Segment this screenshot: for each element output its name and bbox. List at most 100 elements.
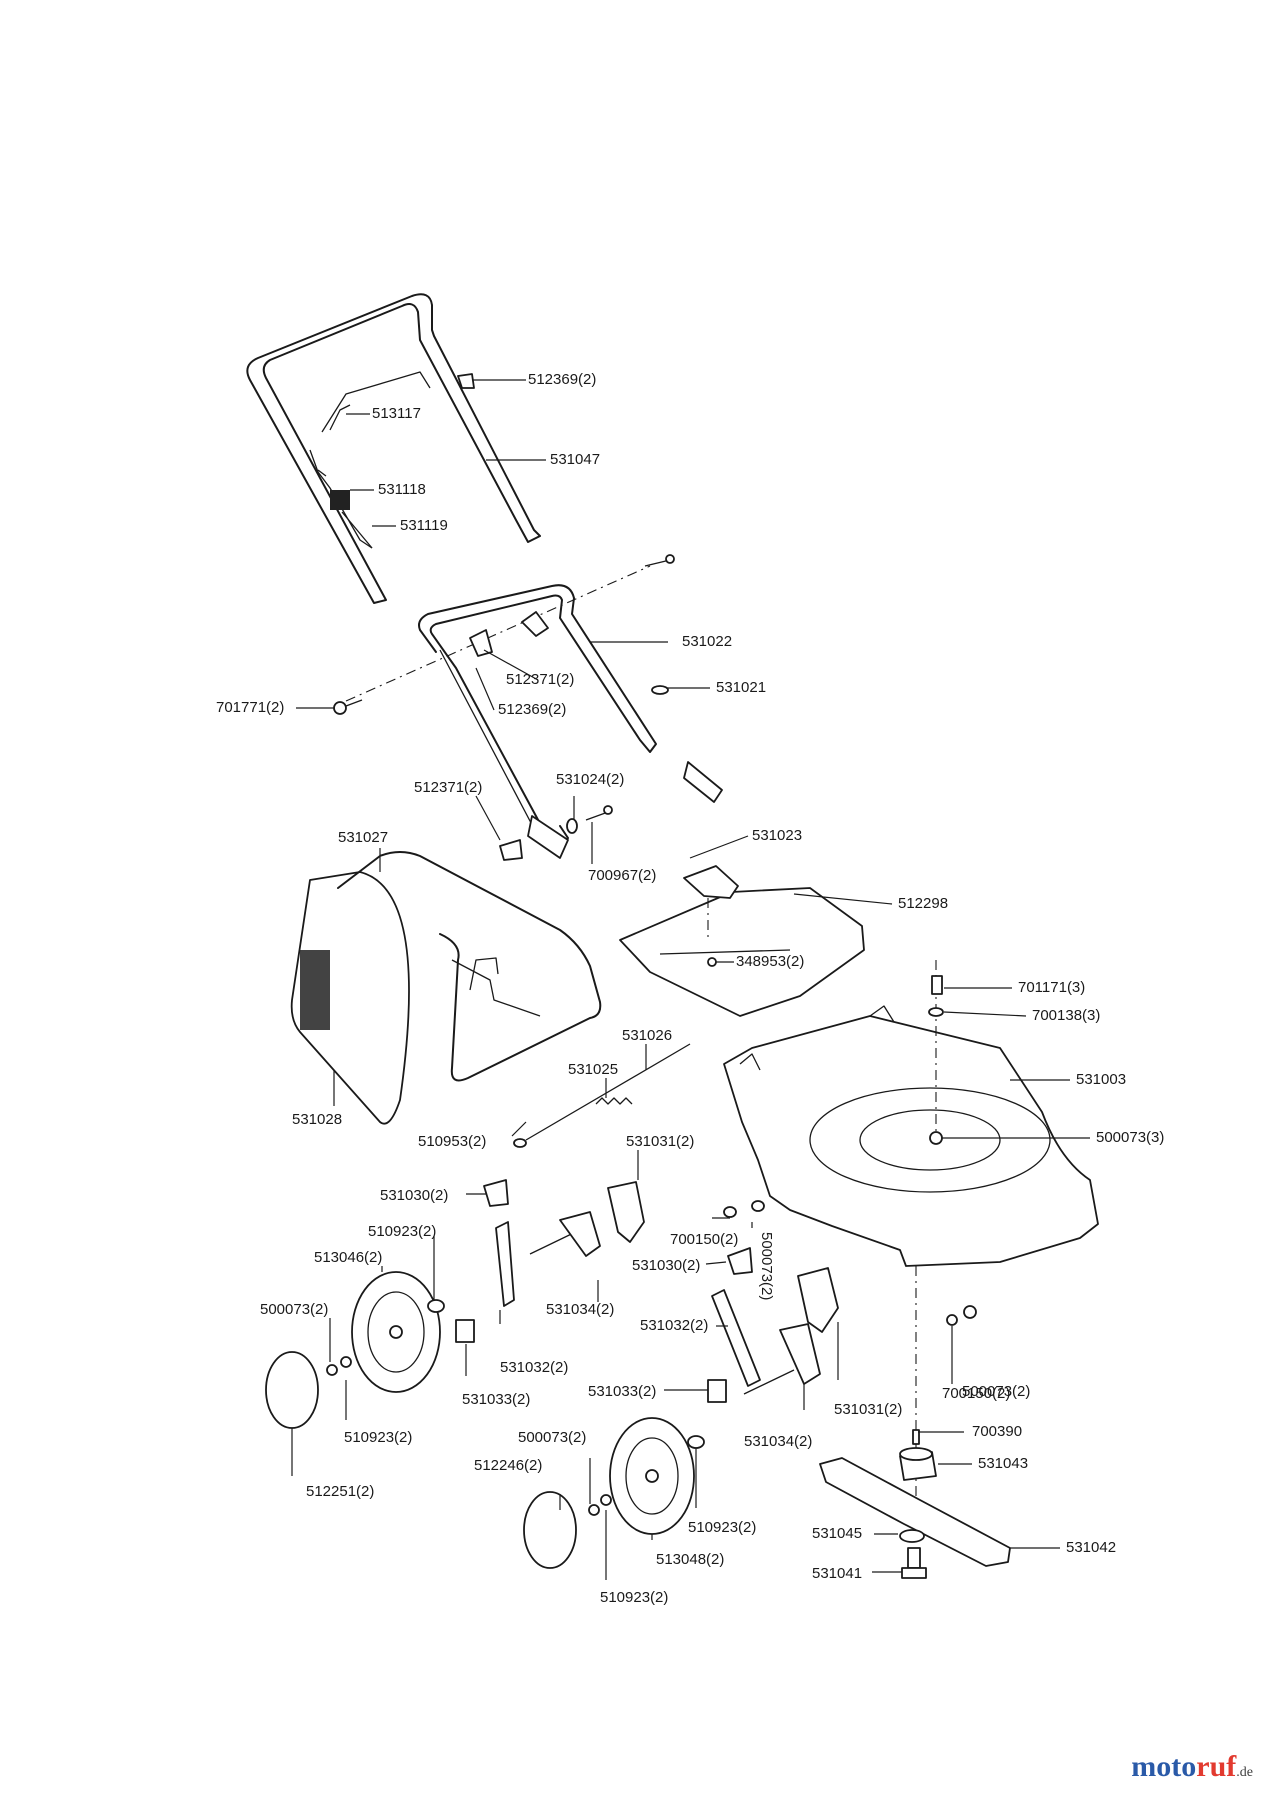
grass-bag-531028[interactable] — [290, 871, 410, 1125]
lever-531032-left — [495, 1221, 515, 1307]
flap-512298[interactable] — [619, 887, 865, 1017]
label-531030-b: 531030(2) — [632, 1257, 700, 1274]
label-531043: 531043 — [978, 1455, 1028, 1472]
bracket-531030-right — [727, 1247, 753, 1275]
bolt-700967 — [585, 805, 613, 821]
pin-510953 — [513, 1138, 527, 1148]
cable-clip-512369 — [457, 373, 475, 389]
brand-logo-suffix: .de — [1236, 1765, 1253, 1780]
label-531030-a: 531030(2) — [380, 1187, 448, 1204]
label-531027: 531027 — [338, 829, 388, 846]
knob-512371-upper — [469, 629, 493, 657]
label-531034-b: 531034(2) — [744, 1433, 812, 1450]
label-701171: 701171(3) — [1018, 979, 1085, 996]
label-500073-b: 500073(2) — [962, 1383, 1030, 1400]
hubcap-512251 — [265, 1351, 319, 1429]
washer-510923-right2 — [600, 1494, 612, 1506]
wheel-513048[interactable] — [609, 1417, 695, 1535]
bolt-top-handle — [644, 554, 675, 567]
axle-plate-531031-right — [797, 1267, 839, 1333]
label-510923-b: 510923(2) — [344, 1429, 412, 1446]
label-510923-a: 510923(2) — [368, 1223, 436, 1240]
label-700150-a: 700150(2) — [670, 1231, 738, 1248]
label-512371-a: 512371(2) — [506, 671, 574, 688]
label-500073-c: 500073(2) — [518, 1429, 586, 1446]
label-500073-a: 500073(2) — [260, 1301, 328, 1318]
bracket-531030-left — [483, 1179, 509, 1207]
label-531032-b: 531032(2) — [640, 1317, 708, 1334]
label-512298: 512298 — [898, 895, 948, 912]
label-512369-top: 512369(2) — [528, 371, 596, 388]
axle-531034-right — [743, 1323, 821, 1395]
adjuster-531033-left — [455, 1319, 475, 1343]
lever-531032-right — [711, 1289, 761, 1387]
label-531031-a: 531031(2) — [626, 1133, 694, 1150]
nut-510923-left — [427, 1299, 445, 1313]
bolt-531041 — [901, 1547, 927, 1579]
guide-531023 — [683, 865, 739, 940]
label-531047: 531047 — [550, 451, 600, 468]
washer-531024 — [566, 818, 578, 834]
label-513048: 513048(2) — [656, 1551, 724, 1568]
label-531024: 531024(2) — [556, 771, 624, 788]
label-513117: 513117 — [372, 405, 421, 422]
blade-adapter-531043 — [899, 1447, 937, 1481]
nut-510923-right — [687, 1435, 705, 1449]
label-531033-b: 531033(2) — [588, 1383, 656, 1400]
blade-531042[interactable] — [819, 1457, 1011, 1567]
label-500073-3: 500073(3) — [1096, 1129, 1164, 1146]
upper-handle-531047[interactable] — [246, 293, 541, 604]
bolt-500073-rear-right — [946, 1305, 977, 1326]
label-701771: 701771(2) — [216, 699, 284, 716]
label-531033-a: 531033(2) — [462, 1391, 530, 1408]
label-700967: 700967(2) — [588, 867, 656, 884]
label-531025: 531025 — [568, 1061, 618, 1078]
washer-531045 — [899, 1529, 925, 1543]
label-700390: 700390 — [972, 1423, 1022, 1440]
bolt-500073-right — [588, 1504, 600, 1516]
knob-512371-lower — [499, 839, 523, 861]
wheel-513046[interactable] — [351, 1271, 441, 1393]
label-531031-b: 531031(2) — [834, 1401, 902, 1418]
screw-348953 — [707, 957, 717, 967]
washer-531021 — [651, 685, 669, 695]
part-labels: 512369(2) 513117 531047 531118 531119 53… — [216, 371, 1164, 1606]
label-510953: 510953(2) — [418, 1133, 486, 1150]
axle-531034-left — [529, 1211, 601, 1257]
label-531021: 531021 — [716, 679, 766, 696]
axle-plate-531031-left — [607, 1181, 645, 1243]
label-531028: 531028 — [292, 1111, 342, 1128]
label-510923-c: 510923(2) — [688, 1519, 756, 1536]
label-513046: 513046(2) — [314, 1249, 382, 1266]
adjuster-531033-right — [707, 1379, 727, 1403]
label-531003: 531003 — [1076, 1071, 1126, 1088]
rod-531026 — [525, 1043, 691, 1141]
label-531118: 531118 — [378, 481, 426, 498]
spring-531025 — [595, 1097, 633, 1105]
label-510923-d: 510923(2) — [600, 1589, 668, 1606]
label-531041: 531041 — [812, 1565, 862, 1582]
brand-logo-part2: ruf — [1196, 1750, 1237, 1783]
lower-handle-531022[interactable] — [418, 584, 723, 859]
bolt-500073-left — [326, 1364, 338, 1376]
label-531023: 531023 — [752, 827, 802, 844]
bolt-701171 — [931, 975, 943, 995]
lever-513117 — [329, 404, 351, 431]
bag-frame-531027 — [337, 851, 602, 1082]
label-700138: 700138(3) — [1032, 1007, 1100, 1024]
label-531026: 531026 — [622, 1027, 672, 1044]
label-531034-a: 531034(2) — [546, 1301, 614, 1318]
deck-531003[interactable] — [723, 1005, 1099, 1267]
label-348953: 348953(2) — [736, 953, 804, 970]
cable-531119 — [317, 469, 373, 549]
label-700150-b: 700150(2) — [942, 1385, 1010, 1402]
handle-bolt-axis — [345, 565, 651, 702]
hubcap-512246 — [523, 1491, 577, 1569]
label-531045: 531045 — [812, 1525, 862, 1542]
label-531022: 531022 — [682, 633, 732, 650]
label-531042: 531042 — [1066, 1539, 1116, 1556]
label-512246: 512246(2) — [474, 1457, 542, 1474]
label-512369-b: 512369(2) — [498, 701, 566, 718]
knob-512371-right — [521, 611, 549, 637]
brand-logo: motoruf.de — [1131, 1750, 1253, 1784]
